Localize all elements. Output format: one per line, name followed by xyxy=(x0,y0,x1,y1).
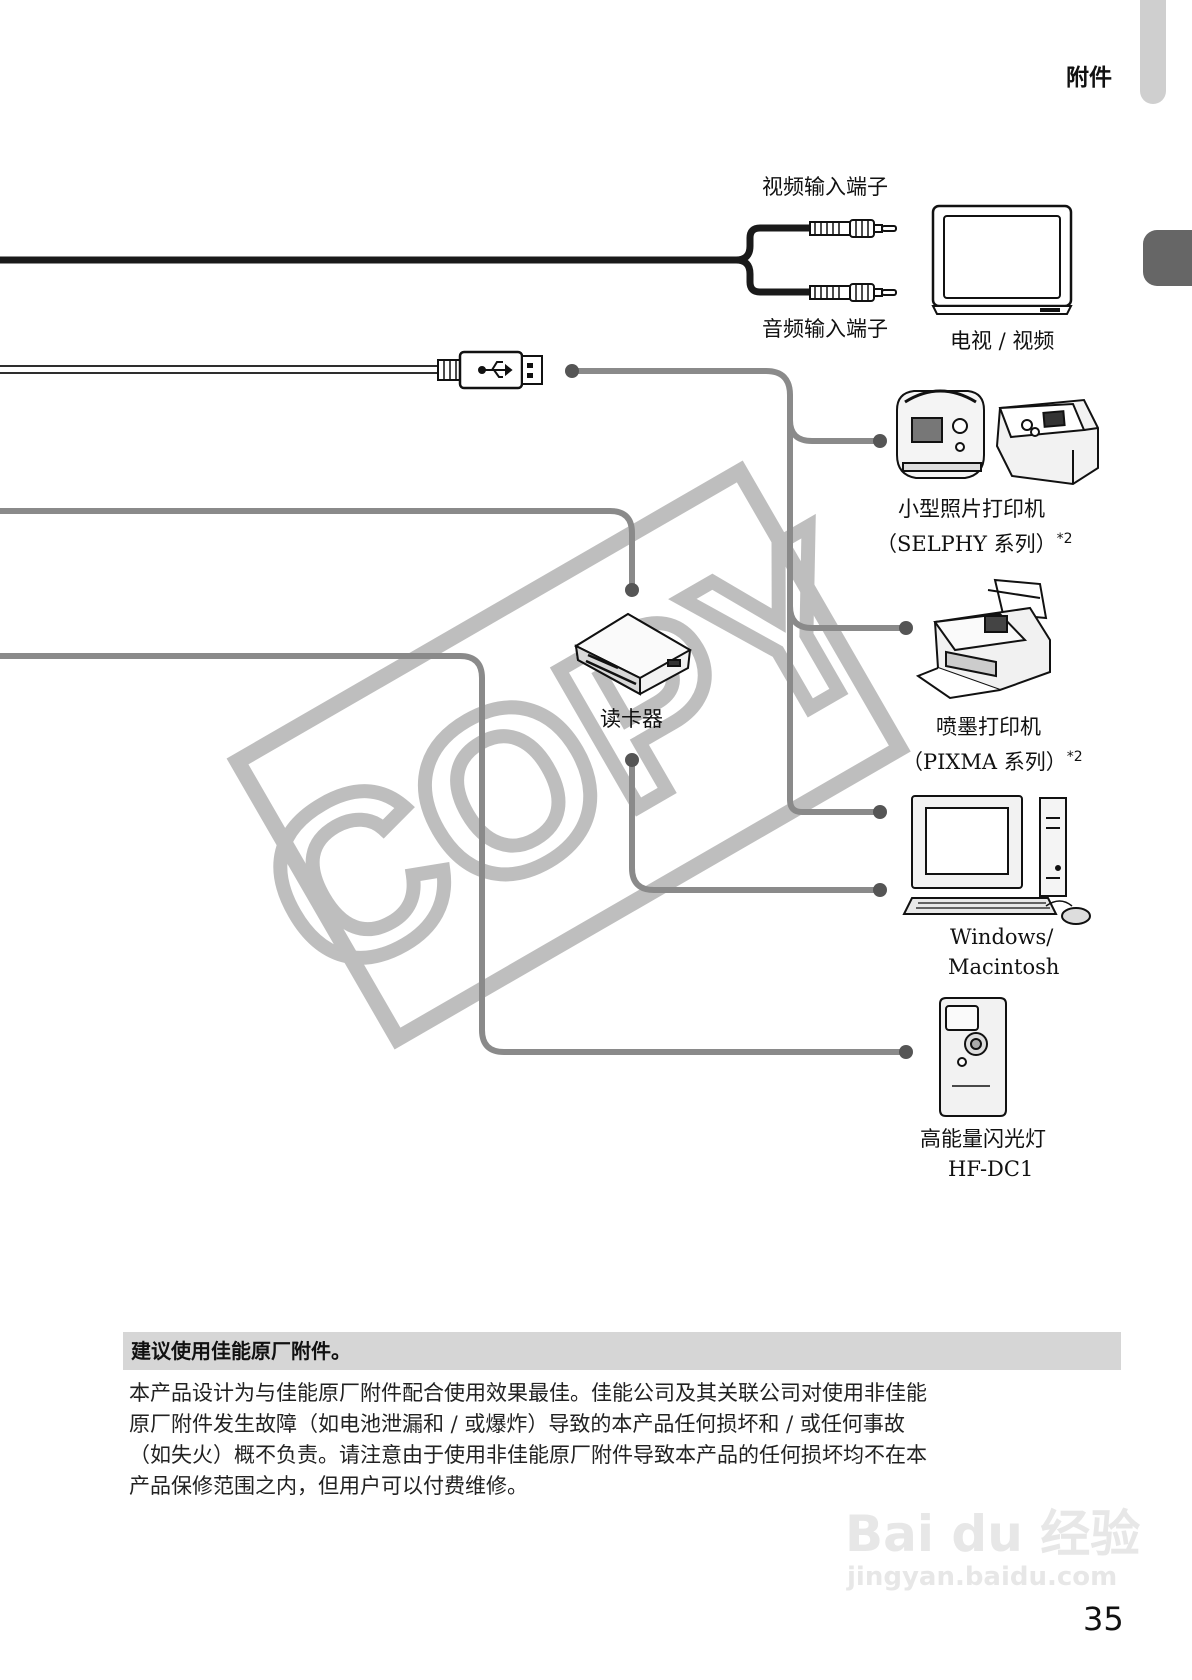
pixma-label-line2: （PIXMA 系列）*2 xyxy=(902,742,1083,777)
note-line: （如失火）概不负责。请注意由于使用非佳能原厂附件导致本产品的任何损坏均不在本 xyxy=(129,1443,927,1467)
selphy-label-line1: 小型照片打印机 xyxy=(898,497,1045,521)
av-cable xyxy=(0,219,897,302)
pixma-printer-icon xyxy=(915,578,1051,700)
audio-in-label: 音频输入端子 xyxy=(762,317,888,341)
computer-label-line1: Windows/ xyxy=(950,925,1054,949)
usb-link-line xyxy=(567,368,883,815)
card-reader-pc-line xyxy=(629,757,881,893)
computer-label-line2: Macintosh xyxy=(948,955,1060,979)
card-reader-endpoint xyxy=(625,753,639,767)
usb-icon xyxy=(478,361,513,378)
genuine-accessories-note: 建议使用佳能原厂附件。 本产品设计为与佳能原厂附件配合使用效果最佳。佳能公司及其… xyxy=(123,1332,1121,1502)
pixma-label-line1: 喷墨打印机 xyxy=(936,715,1041,739)
flash-endpoint xyxy=(899,1045,913,1059)
selphy-printer-icon xyxy=(896,389,1099,486)
flash-label-line2: HF-DC1 xyxy=(948,1157,1034,1181)
usb-link-selphy xyxy=(787,417,881,444)
pc-endpoint-usb xyxy=(873,805,887,819)
copy-stamp: COPY xyxy=(215,460,922,1050)
page-number: 35 xyxy=(1083,1600,1124,1638)
rca-plug-video xyxy=(809,219,897,238)
card-reader-label: 读卡器 xyxy=(600,707,663,731)
flash-unit-icon xyxy=(939,997,1007,1117)
video-in-label: 视频输入端子 xyxy=(762,175,888,199)
card-reader-icon xyxy=(573,612,693,696)
card-slot-line xyxy=(0,508,635,593)
usb-link-pixma xyxy=(787,603,907,631)
selphy-label-line2: （SELPHY 系列）*2 xyxy=(876,524,1073,559)
rca-plug-audio xyxy=(809,283,897,302)
note-line: 本产品设计为与佳能原厂附件配合使用效果最佳。佳能公司及其关联公司对使用非佳能 xyxy=(129,1381,927,1405)
selphy-series: （SELPHY 系列） xyxy=(876,532,1057,556)
watermark-brand: Bai du 经验 xyxy=(845,1505,1141,1563)
tv-label: 电视 / 视频 xyxy=(950,329,1055,353)
computer-icon xyxy=(902,795,1091,925)
note-body: 本产品设计为与佳能原厂附件配合使用效果最佳。佳能公司及其关联公司对使用非佳能 原… xyxy=(123,1378,1121,1502)
flash-line xyxy=(0,653,907,1055)
pixma-series: （PIXMA 系列） xyxy=(902,750,1067,774)
baidu-watermark: Bai du 经验 jingyan.baidu.com xyxy=(845,1506,1140,1592)
watermark-url: jingyan.baidu.com xyxy=(847,1562,1118,1592)
pc-endpoint-card xyxy=(873,883,887,897)
page-edge-tab xyxy=(1140,0,1166,104)
selphy-endpoint xyxy=(873,434,887,448)
flash-label-line1: 高能量闪光灯 xyxy=(920,1127,1046,1151)
tv-icon xyxy=(931,204,1073,315)
usb-cable xyxy=(0,350,543,390)
selphy-footnote: *2 xyxy=(1056,531,1073,547)
usb-endpoint xyxy=(565,364,579,378)
note-heading: 建议使用佳能原厂附件。 xyxy=(123,1332,1121,1370)
card-slot-endpoint xyxy=(625,583,639,597)
section-title: 附件 xyxy=(1066,65,1112,91)
note-line: 原厂附件发生故障（如电池泄漏和 / 或爆炸）导致的本产品任何损坏和 / 或任何事… xyxy=(129,1412,905,1436)
pixma-footnote: *2 xyxy=(1066,749,1083,765)
pixma-endpoint xyxy=(899,621,913,635)
chapter-tab xyxy=(1143,230,1192,286)
note-line: 产品保修范围之内，但用户可以付费维修。 xyxy=(129,1474,528,1498)
